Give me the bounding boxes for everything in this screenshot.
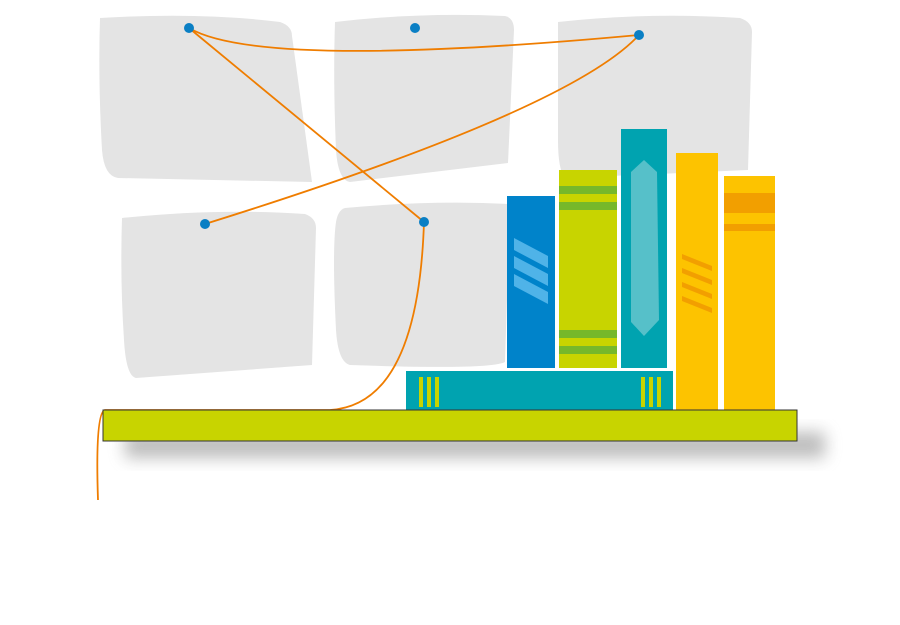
thread (188, 27, 640, 52)
thread (204, 34, 640, 225)
tiles (99, 14, 752, 378)
book-blue (507, 196, 555, 368)
pin-icon (410, 23, 420, 33)
tile (334, 202, 510, 367)
thread (96, 221, 425, 501)
pin-icon (634, 30, 644, 40)
threads (96, 27, 640, 501)
pin-icon (184, 23, 194, 33)
tile (99, 15, 312, 182)
book-teal-tall (621, 129, 667, 368)
pins (184, 23, 644, 229)
tile (334, 14, 514, 182)
thread (188, 27, 425, 223)
book-yellow (676, 153, 718, 410)
pin-icon (419, 217, 429, 227)
shelf (102, 409, 798, 442)
book-lime (559, 170, 617, 368)
book-teal-lying (406, 371, 673, 410)
pin-icon (200, 219, 210, 229)
tile (558, 15, 752, 178)
book-yellow-wide (724, 176, 775, 410)
tile (121, 211, 316, 378)
books (406, 129, 775, 410)
